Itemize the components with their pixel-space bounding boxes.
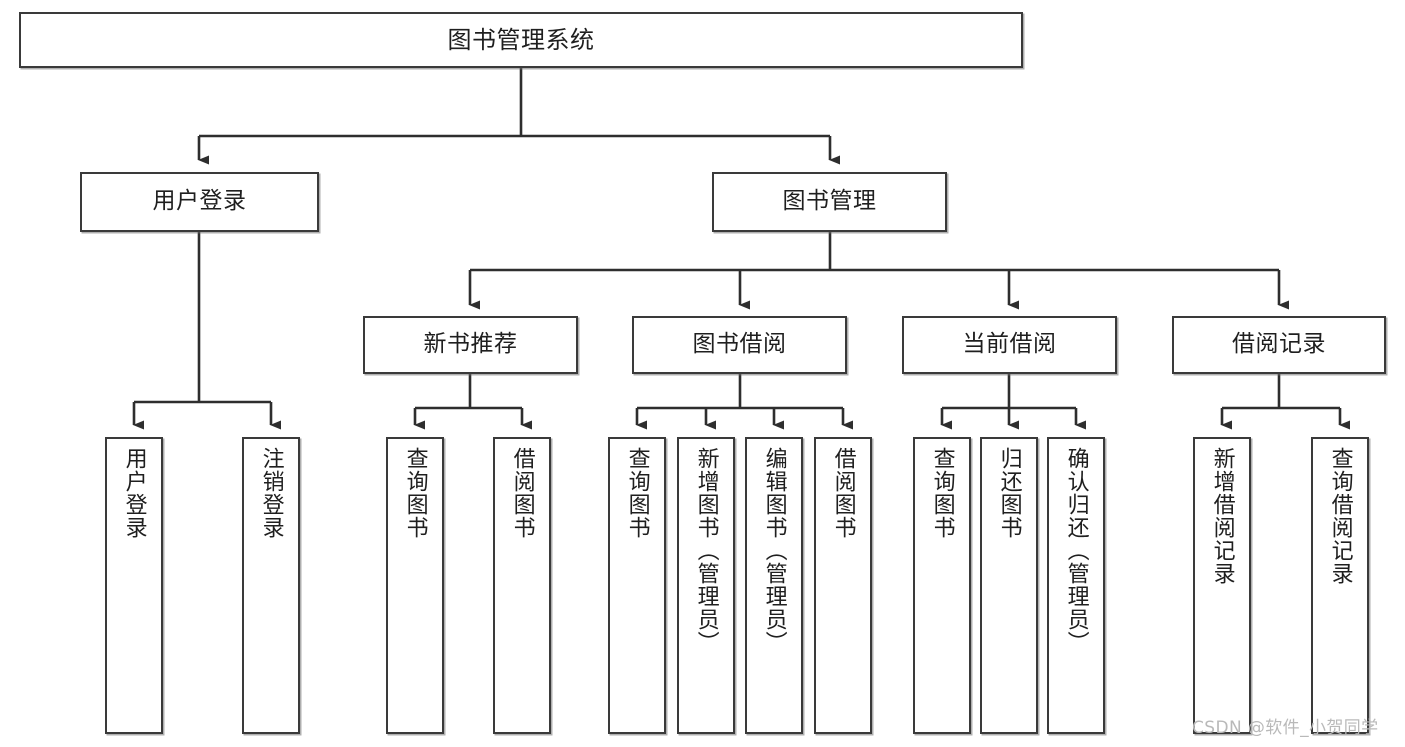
node-label: 编辑图书（管理员） (761, 447, 787, 654)
node-label: 查询借阅记录 (1327, 447, 1353, 585)
node-label: 注销登录 (258, 447, 284, 539)
leaf-logout[interactable]: 注销登录 (242, 437, 300, 734)
node-label: 查询图书 (624, 447, 650, 539)
leaf-add-borrow-record[interactable]: 新增借阅记录 (1193, 437, 1251, 734)
node-root-system[interactable]: 图书管理系统 (19, 12, 1023, 68)
leaf-query-book-current[interactable]: 查询图书 (913, 437, 971, 734)
node-label: 确认归还（管理员） (1063, 447, 1089, 654)
leaf-query-book[interactable]: 查询图书 (608, 437, 666, 734)
leaf-borrow-book[interactable]: 借阅图书 (814, 437, 872, 734)
node-label: 图书借阅 (692, 331, 787, 358)
node-label: 借阅记录 (1232, 331, 1326, 358)
node-borrowing-record[interactable]: 借阅记录 (1172, 316, 1386, 374)
node-label: 图书管理系统 (447, 25, 595, 54)
node-label: 用户登录 (121, 447, 147, 539)
leaf-return-book[interactable]: 归还图书 (980, 437, 1038, 734)
node-label: 新增借阅记录 (1209, 447, 1235, 585)
csdn-watermark: CSDN @软件_小贺同学 (1192, 718, 1379, 738)
leaf-borrow-book-rec[interactable]: 借阅图书 (493, 437, 551, 734)
leaf-query-borrow-record[interactable]: 查询借阅记录 (1311, 437, 1369, 734)
leaf-confirm-return-admin[interactable]: 确认归还（管理员） (1047, 437, 1105, 734)
node-user-login[interactable]: 用户登录 (80, 172, 319, 232)
node-label: 查询图书 (402, 447, 428, 539)
node-label: 查询图书 (929, 447, 955, 539)
node-current-borrowing[interactable]: 当前借阅 (902, 316, 1117, 374)
node-book-borrowing[interactable]: 图书借阅 (632, 316, 847, 374)
node-label: 归还图书 (996, 447, 1022, 539)
node-label: 借阅图书 (830, 447, 856, 539)
node-label: 当前借阅 (962, 331, 1057, 358)
leaf-add-book-admin[interactable]: 新增图书（管理员） (677, 437, 735, 734)
node-book-management[interactable]: 图书管理 (712, 172, 947, 232)
node-label: 用户登录 (152, 188, 247, 215)
leaf-edit-book-admin[interactable]: 编辑图书（管理员） (745, 437, 803, 734)
node-label: 新增图书（管理员） (693, 447, 719, 654)
node-label: 图书管理 (782, 188, 877, 215)
leaf-user-login[interactable]: 用户登录 (105, 437, 163, 734)
node-label: 借阅图书 (509, 447, 535, 539)
leaf-query-book-rec[interactable]: 查询图书 (386, 437, 444, 734)
node-label: 新书推荐 (423, 331, 518, 358)
node-new-book-recommendation[interactable]: 新书推荐 (363, 316, 578, 374)
